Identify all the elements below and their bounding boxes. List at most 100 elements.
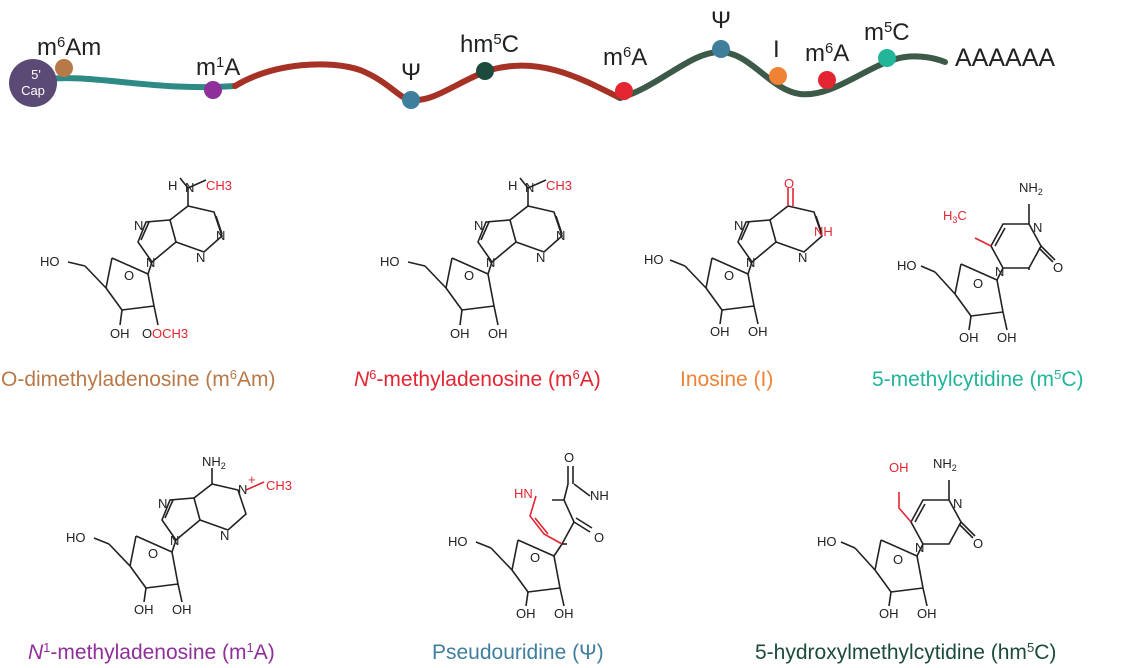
atom-o: O [594, 530, 604, 545]
atom-n: N [220, 528, 229, 543]
atom-n: N [798, 250, 807, 265]
atom-o: O [1053, 260, 1063, 275]
atom-n: N [134, 218, 143, 233]
atom-o: O [142, 326, 152, 341]
atom-n: N [170, 533, 179, 548]
cap-circle [9, 59, 57, 107]
label-m5c: m5C [864, 19, 910, 46]
atom-oh: OH [997, 330, 1017, 345]
atom-n: N [536, 250, 545, 265]
atom-o: O [530, 550, 540, 565]
atom-ho: HO [40, 254, 60, 269]
atom-o: O [564, 450, 574, 465]
mod-dot-m6am [55, 59, 73, 77]
caption-m5c: 5-methylcytidine (m5C) [872, 366, 1084, 391]
poly-a-tail: AAAAAA [955, 44, 1056, 72]
atom-h3c: H3C [943, 208, 967, 225]
atom-n: N [556, 228, 565, 243]
label-m6a-2: m6A [805, 40, 850, 67]
atom-o: O [973, 276, 983, 291]
atom-oh: OH [710, 324, 730, 339]
atom-oh: OH [110, 326, 130, 341]
atom-ho: HO [66, 530, 86, 545]
structure-m5c: NH2 H3C N O N HO O OH OH [897, 180, 1063, 345]
atom-nh: NH [814, 224, 833, 239]
mod-dot-m6a-2 [818, 71, 836, 89]
label-m6am: m6Am [37, 34, 102, 61]
structure-m1a: NH2 N + CH3 N N N HO O OH OH [66, 454, 292, 617]
atom-n: N [474, 218, 483, 233]
label-inosine: I [773, 36, 780, 63]
label-psi-1: Ψ [401, 59, 422, 86]
structure-m6a: H N CH3 N N N N HO O OH OH [380, 177, 572, 341]
atom-n: N [185, 180, 194, 195]
atom-oh: OH [450, 326, 470, 341]
atom-o: O [124, 268, 134, 283]
label-m1a: m1A [196, 54, 241, 81]
caption-hm5c: 5-hydroxylmethylcytidine (hm5C) [755, 639, 1057, 664]
atom-n: N [196, 250, 205, 265]
caption-pseudouridine: Pseudouridine (Ψ) [432, 641, 604, 664]
structure-inosine: O NH N N N HO O OH OH [644, 178, 833, 339]
atom-ho: HO [448, 534, 468, 549]
atom-ch3: CH3 [546, 178, 572, 193]
mod-dot-m6a-1 [615, 82, 633, 100]
mod-dot-m1a [204, 81, 222, 99]
atom-ho: HO [897, 258, 917, 273]
atom-n: N [486, 255, 495, 270]
atom-oh: OH [889, 460, 909, 475]
atom-oh: OH [554, 606, 574, 621]
atom-oh: OH [879, 606, 899, 621]
atom-oh: OH [917, 606, 937, 621]
atom-nh: NH [590, 488, 609, 503]
atom-oh: OH [172, 602, 192, 617]
atom-oh: OH [959, 330, 979, 345]
atom-o: O [784, 178, 794, 191]
strand-segment-dark [617, 48, 948, 101]
mod-dot-inosine [769, 67, 787, 85]
atom-ch3: CH3 [266, 478, 292, 493]
atom-o: O [464, 268, 474, 283]
atom-och3: OCH3 [152, 326, 188, 341]
atom-h: H [168, 178, 177, 193]
mod-dot-hm5c [476, 62, 494, 80]
atom-ch3: CH3 [206, 178, 232, 193]
caption-inosine: Inosine (I) [680, 368, 774, 391]
atom-n: N [238, 482, 247, 497]
caption-m6a: N6-methyladenosine (m6A) [354, 366, 601, 391]
atom-oh: OH [134, 602, 154, 617]
label-psi-2: Ψ [711, 7, 732, 34]
atom-n: N [1033, 220, 1042, 235]
atom-n: N [216, 228, 225, 243]
atom-n: N [746, 255, 755, 270]
atom-n: N [158, 496, 167, 511]
atom-n: N [995, 264, 1004, 279]
atom-oh: OH [748, 324, 768, 339]
atom-ho: HO [817, 534, 837, 549]
cap-label-line1: 5' [31, 67, 41, 82]
atom-oh: OH [516, 606, 536, 621]
atom-hn: HN [514, 486, 533, 501]
mrna-strand: 5' Cap [9, 40, 948, 109]
label-hm5c: hm5C [460, 31, 519, 58]
atom-n: N [525, 180, 534, 195]
mod-dot-m5c [878, 49, 896, 67]
atom-n: N [915, 540, 924, 555]
atom-n: N [953, 496, 962, 511]
atom-nh2: NH2 [202, 454, 226, 471]
atom-o: O [724, 268, 734, 283]
atom-oh: OH [488, 326, 508, 341]
caption-m6am: -O-dimethyladenosine (m6Am) [0, 366, 276, 391]
atom-plus: + [248, 472, 256, 487]
structure-m6am: H N CH3 N N N N HO O OH O OCH3 [40, 177, 232, 341]
atom-ho: HO [380, 254, 400, 269]
atom-n: N [734, 218, 743, 233]
atom-o: O [973, 536, 983, 551]
structure-hm5c: OH NH2 N O N HO O OH OH [817, 456, 983, 621]
atom-o: O [148, 546, 158, 561]
structure-pseudouridine: O HN NH O HO O OH OH [448, 450, 609, 621]
mod-dot-psi-2 [712, 40, 730, 58]
strand-segment-red [232, 61, 623, 104]
atom-ho: HO [644, 252, 664, 267]
